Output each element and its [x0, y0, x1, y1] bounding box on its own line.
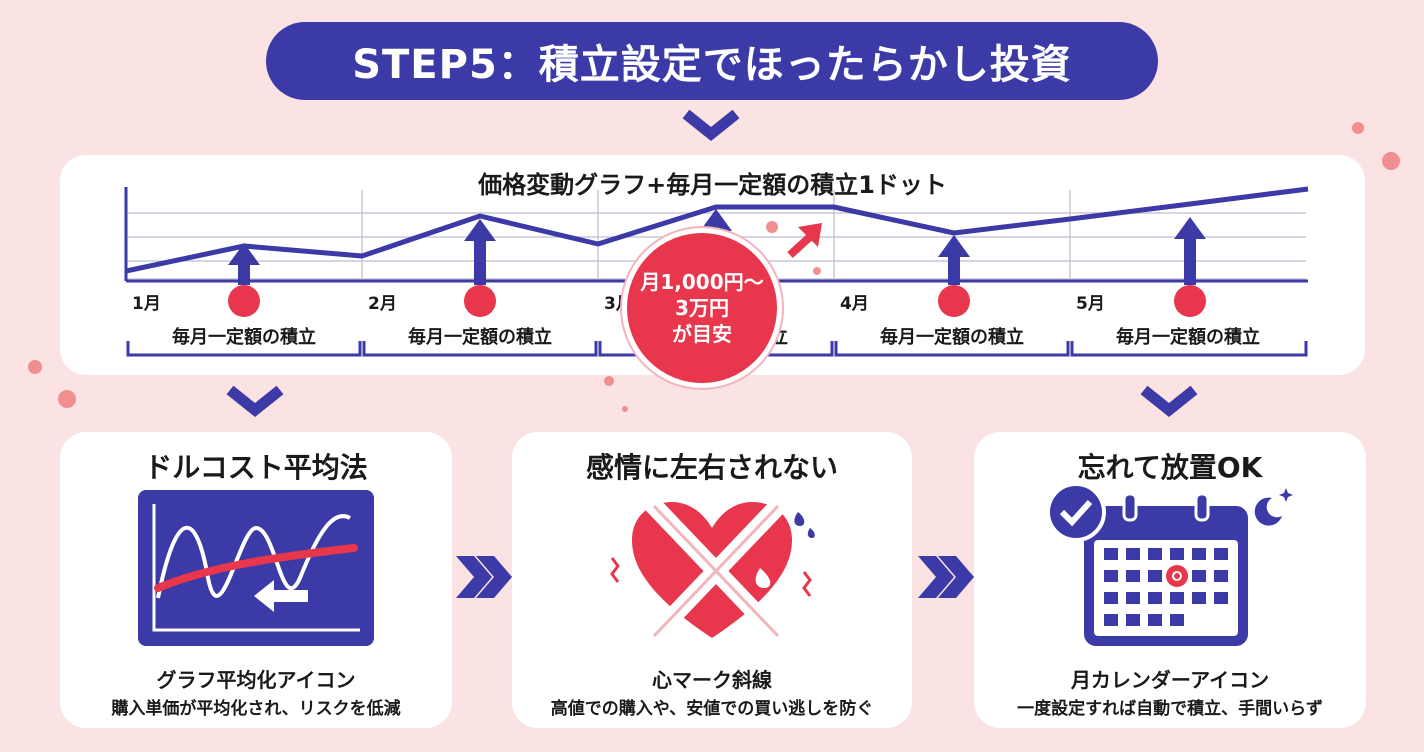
month-label: 2月	[368, 294, 397, 314]
section-label: 毎月一定額の積立	[880, 327, 1024, 348]
step-title: STEP5：積立設定でほったらかし投資	[266, 22, 1158, 100]
badge-line: 3万円	[675, 296, 729, 320]
crossed-heart-icon	[610, 493, 815, 648]
month-label: 5月	[1076, 294, 1105, 314]
chevron-down-icon	[682, 109, 740, 142]
up-arrow-icon	[464, 219, 496, 285]
deco-dot	[604, 376, 614, 386]
card-title: 忘れて放置OK	[1077, 451, 1263, 484]
up-arrow-icon	[228, 243, 260, 285]
dollar-cost-card: ドルコスト平均法 グラフ平均化アイコン 購入単価が平均化され、リスクを低減	[60, 432, 452, 728]
card-description: 高値での購入や、安値での買い逃しを防ぐ	[550, 699, 874, 719]
deco-dot	[58, 390, 76, 408]
card-title: ドルコスト平均法	[144, 451, 368, 484]
card-description: 一度設定すれば自動で積立、手間いらず	[1017, 699, 1323, 719]
deco-dot	[813, 267, 821, 275]
badge-line: 月1,000円〜	[640, 270, 764, 294]
double-chevron-right-icon	[456, 556, 512, 598]
investment-dot	[228, 285, 260, 317]
chevron-down-icon	[1140, 385, 1198, 418]
card-title: 感情に左右されない	[585, 451, 838, 484]
month-bracket	[126, 341, 362, 357]
deco-dot	[622, 406, 628, 412]
card-subtitle: グラフ平均化アイコン	[156, 668, 356, 692]
section-label: 毎月一定額の積立	[172, 327, 316, 348]
badge-line: が目安	[672, 322, 732, 346]
card-description: 購入単価が平均化され、リスクを低減	[111, 699, 401, 719]
card-subtitle: 月カレンダーアイコン	[1070, 668, 1270, 692]
auto-invest-card: 忘れて放置OK 月カレンダーアイコン 一度設定すれば自動で積立、手間いらず	[974, 432, 1366, 728]
up-arrow-icon	[700, 209, 732, 231]
section-label: 毎月一定額の積立	[408, 327, 552, 348]
up-arrow-icon	[1174, 217, 1206, 285]
chart-title: 価格変動グラフ+毎月一定額の積立1ドット	[478, 171, 947, 199]
trend-arrow-head	[798, 223, 822, 247]
deco-dot	[1352, 122, 1364, 134]
double-chevron-right-icon	[918, 556, 974, 598]
deco-dot	[766, 221, 778, 233]
up-arrow-icon	[938, 235, 970, 285]
investment-dot	[938, 285, 970, 317]
averaging-graph-icon	[138, 490, 374, 646]
investment-dot	[1174, 285, 1206, 317]
month-label: 1月	[132, 294, 161, 314]
month-bracket	[1070, 341, 1308, 357]
chevron-down-icon	[226, 385, 284, 418]
price-line	[125, 186, 1309, 274]
investment-dot	[464, 285, 496, 317]
emotion-card: 感情に左右されない 心マーク斜線 高値での購入や、安値での買い逃しを防ぐ	[512, 432, 912, 728]
month-bracket	[834, 341, 1070, 357]
calendar-icon	[1046, 482, 1293, 646]
trend-arrow	[787, 232, 815, 258]
month-label: 4月	[840, 294, 869, 314]
card-subtitle: 心マーク斜線	[652, 668, 772, 692]
month-bracket	[362, 341, 598, 357]
deco-dot	[28, 360, 42, 374]
deco-dot	[1382, 152, 1400, 170]
amount-badge: 月1,000円〜 3万円 が目安	[622, 228, 782, 388]
section-label: 毎月一定額の積立	[1116, 327, 1260, 348]
